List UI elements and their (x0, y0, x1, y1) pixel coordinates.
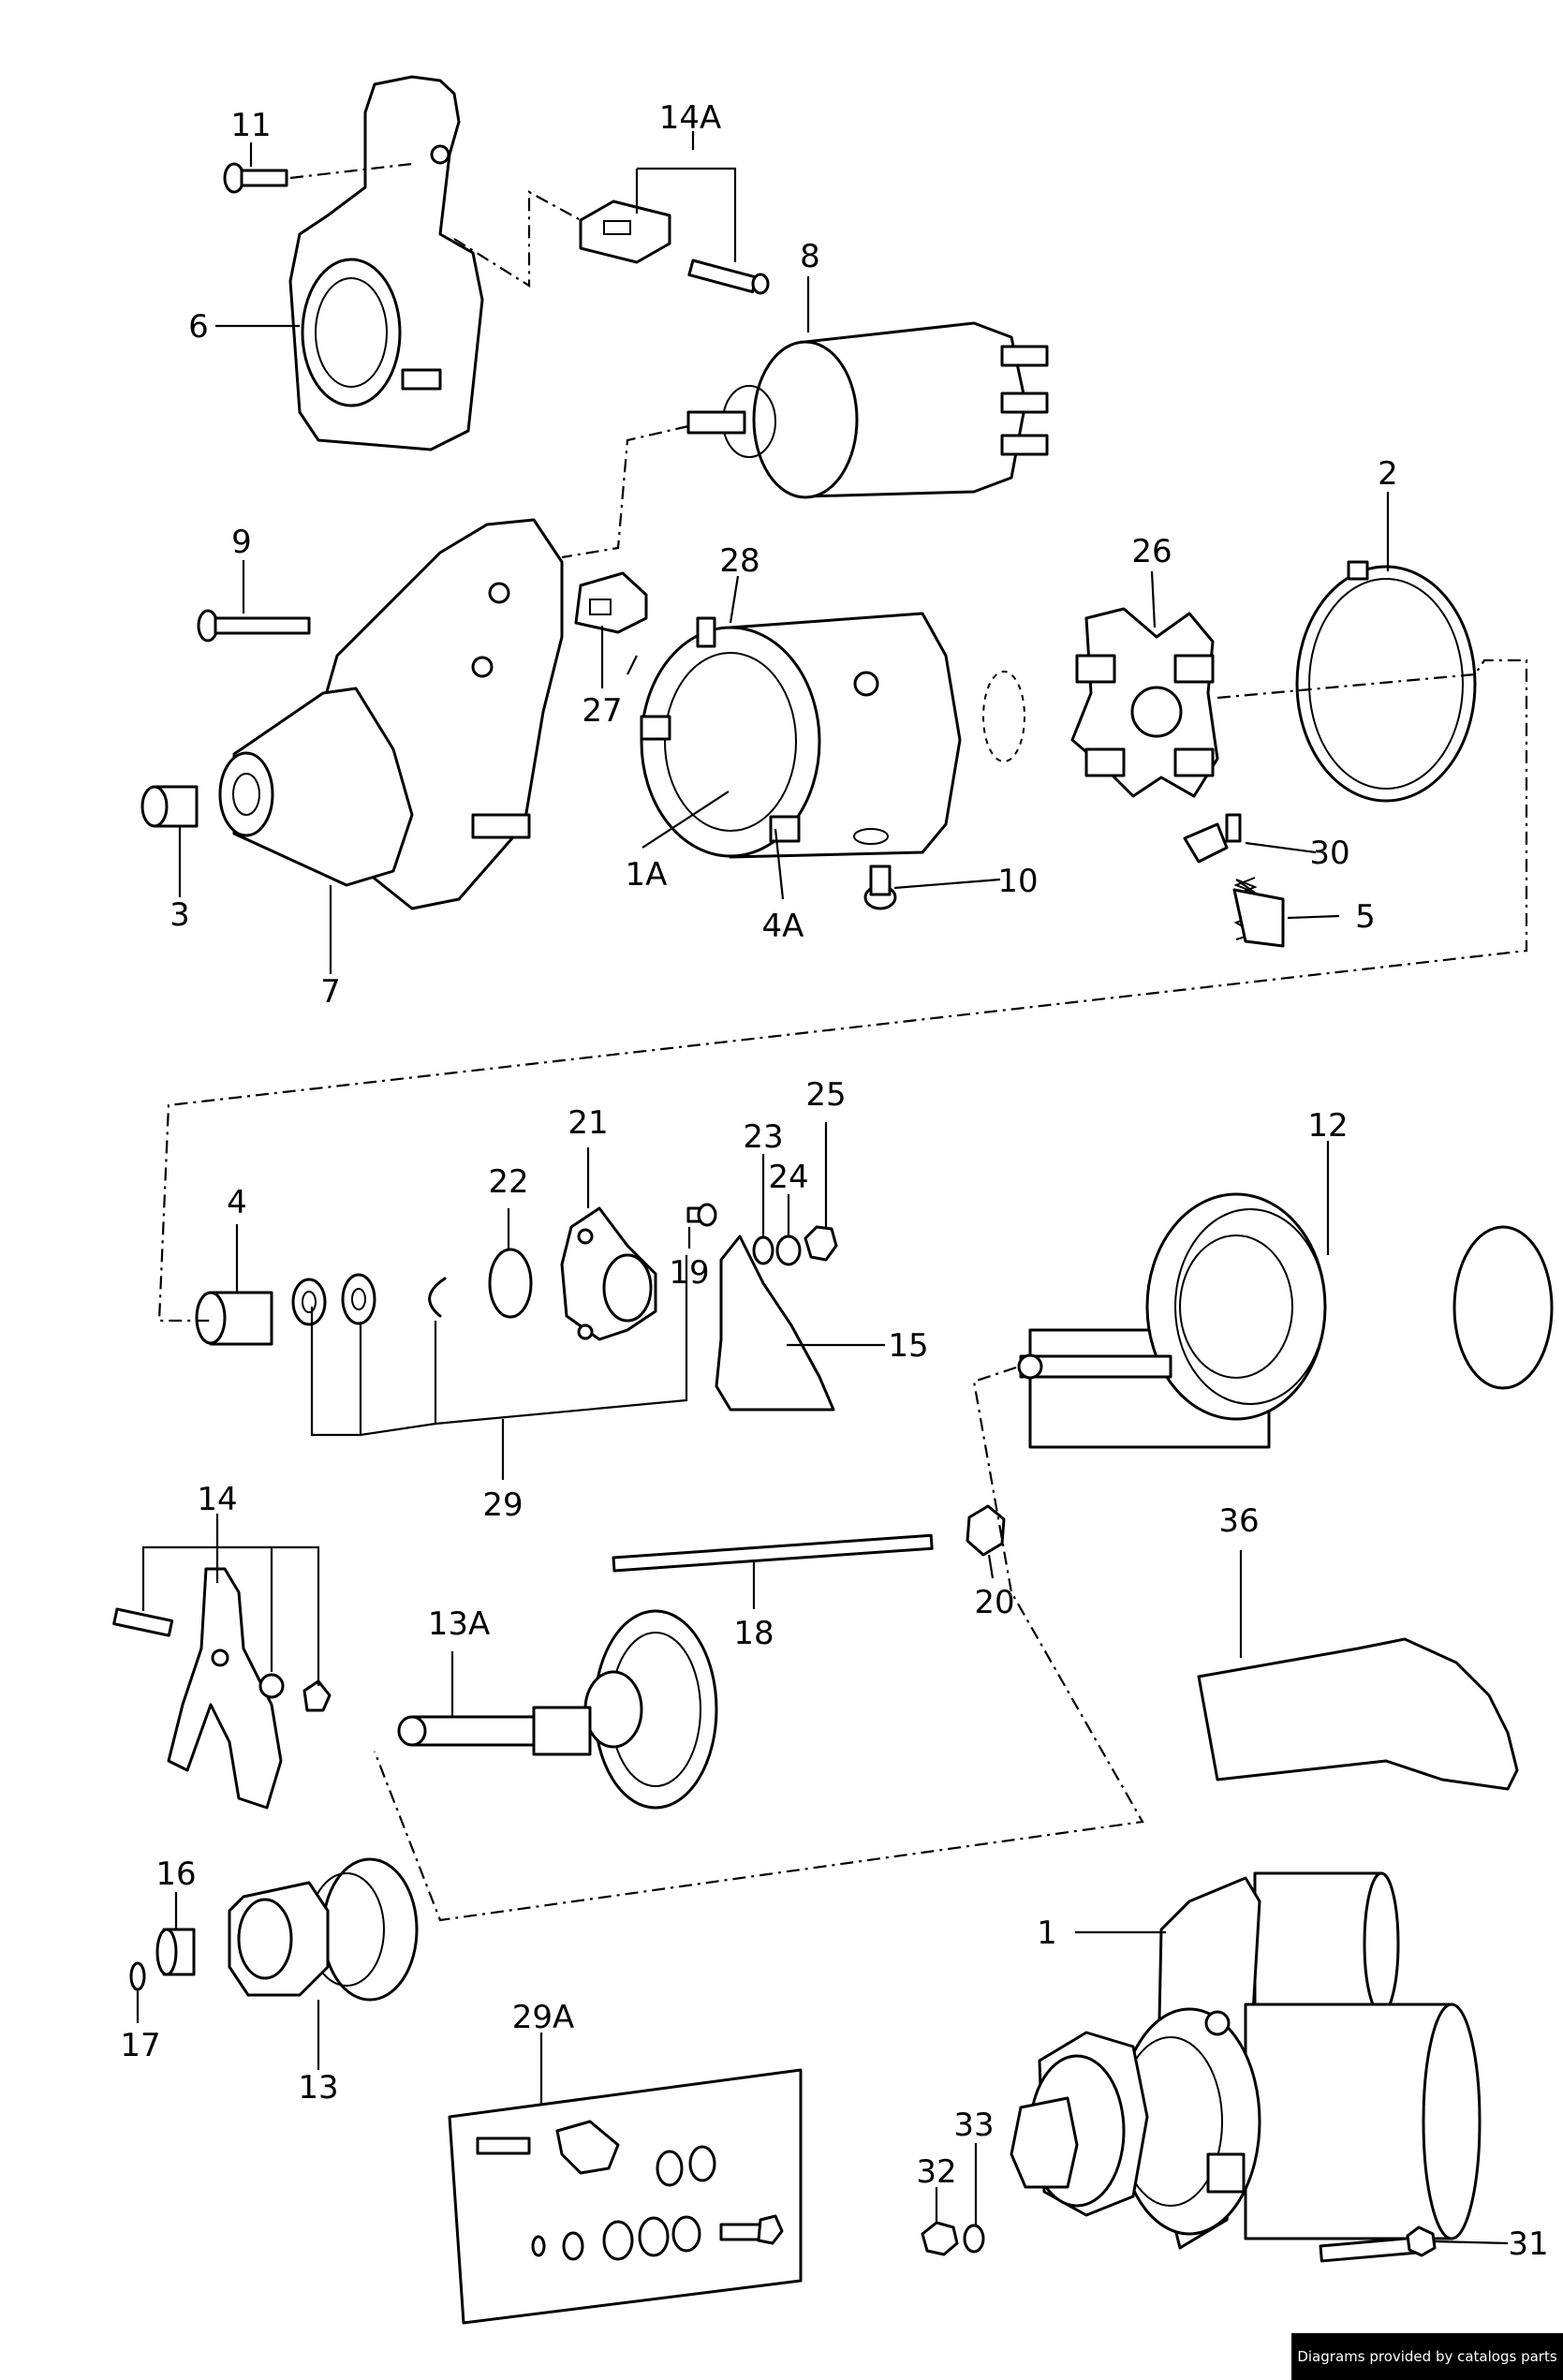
part-30-clip (1183, 813, 1242, 864)
callout-17: 17 (120, 2027, 160, 2064)
callout-12: 12 (1307, 1107, 1348, 1145)
callout-15: 15 (888, 1327, 928, 1365)
part-28-field-housing (640, 612, 962, 859)
callout-30: 30 (1309, 835, 1349, 872)
callout-10: 10 (997, 863, 1038, 900)
guide-line-6-14A (453, 190, 582, 288)
callout-33: 33 (953, 2107, 994, 2144)
part-14-shift-fork (112, 1567, 332, 1810)
guide-line-11-6 (289, 162, 413, 180)
part-15-bracket (715, 1234, 835, 1412)
part-11-screw (223, 162, 288, 194)
callout-18: 18 (733, 1615, 774, 1652)
callout-8: 8 (800, 238, 820, 275)
callout-27: 27 (582, 692, 622, 730)
callout-2: 2 (1378, 455, 1398, 493)
part-10-screw (863, 865, 897, 910)
callout-4: 4 (227, 1184, 247, 1221)
guide-line-8-7 (561, 424, 689, 559)
part-12-armature (1017, 1192, 1554, 1449)
part-29-washer-set (291, 1273, 447, 1326)
callout-13A: 13A (428, 1605, 491, 1643)
part-17-ring (129, 1961, 146, 1991)
part-33-washer (963, 2224, 985, 2254)
part-20-nut (966, 1504, 1006, 1557)
callout-29: 29 (482, 1486, 523, 1524)
part-31-bolt (1319, 2225, 1437, 2263)
callout-3: 3 (170, 896, 190, 934)
callout-14A: 14A (659, 99, 722, 137)
part-5-spring-body (1232, 888, 1285, 948)
part-6-bearing-bracket (288, 75, 484, 451)
callout-24: 24 (768, 1159, 808, 1196)
callout-25: 25 (805, 1076, 846, 1114)
callout-7: 7 (320, 973, 341, 1011)
callout-1A: 1A (626, 856, 668, 894)
callout-13: 13 (298, 2069, 338, 2107)
leader-lines (136, 131, 1509, 2245)
callout-36: 36 (1218, 1502, 1259, 1540)
part-32-nut (921, 2221, 959, 2256)
callout-9: 9 (231, 524, 252, 561)
part-36-heat-shield (1197, 1637, 1519, 1791)
part-13-pinion-drive (228, 1857, 419, 2002)
part-21-bearing-plate (560, 1206, 657, 1341)
callout-5: 5 (1355, 898, 1376, 936)
callout-29A: 29A (512, 1999, 575, 2036)
part-3-bushing (140, 785, 199, 828)
callout-16: 16 (155, 1855, 196, 1893)
callout-6: 6 (188, 308, 209, 346)
guide-line-main-loop (157, 658, 1528, 1323)
part-26-brush-holder (1070, 607, 1219, 798)
guide-line-12-13A (373, 1366, 1144, 1922)
callout-4A: 4A (762, 908, 804, 945)
part-25-nut (804, 1225, 838, 1262)
part-14A-pin-block (579, 200, 770, 295)
callout-1: 1 (1037, 1914, 1057, 1952)
callout-22: 22 (488, 1163, 528, 1201)
part-27-clip (574, 571, 648, 634)
part-7-drive-end-housing (218, 518, 564, 910)
callout-11: 11 (230, 107, 271, 144)
callout-20: 20 (974, 1584, 1014, 1621)
part-23-washer (752, 1235, 774, 1265)
part-2-cover-band (1295, 560, 1477, 803)
part-9-bolt (197, 609, 311, 643)
callout-21: 21 (568, 1104, 608, 1142)
part-16-bushing (155, 1928, 196, 1976)
callout-32: 32 (916, 2153, 956, 2191)
part-1-starter-assembly (1010, 1871, 1482, 2250)
callout-28: 28 (719, 542, 759, 580)
part-4-bushing (195, 1291, 273, 1346)
callout-31: 31 (1508, 2225, 1548, 2263)
part-19-screw (686, 1203, 717, 1227)
part-13A-intermediate-shaft (397, 1609, 718, 1810)
callout-labels: 11 14A 8 6 9 28 26 2 27 1A 4A 10 30 5 3 … (120, 99, 1548, 2263)
part-18-tie-rod (612, 1533, 934, 1573)
callout-23: 23 (743, 1118, 783, 1156)
callout-26: 26 (1131, 533, 1172, 570)
part-22-ring (488, 1248, 533, 1319)
part-gasket-ring (982, 671, 1025, 762)
part-8-solenoid (686, 321, 1049, 499)
credit-banner: Diagrams provided by catalogs parts (1291, 2333, 1563, 2380)
callout-14: 14 (197, 1481, 237, 1518)
part-29A-repair-kit (448, 2068, 803, 2325)
part-24-washer (775, 1234, 802, 1266)
callout-19: 19 (669, 1254, 709, 1292)
